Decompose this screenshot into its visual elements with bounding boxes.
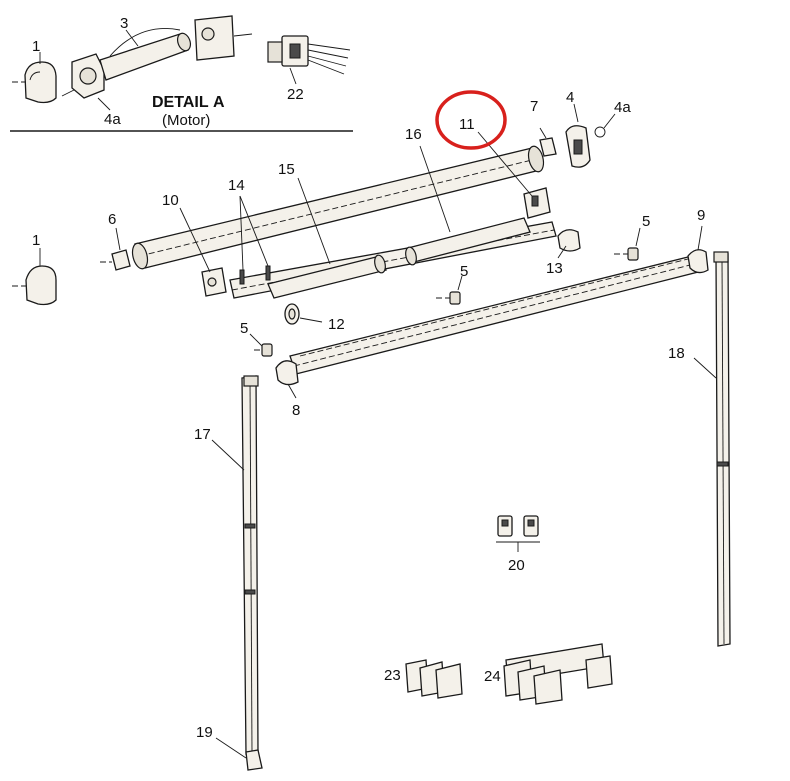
slide-rod-15 [267,177,387,299]
motor-tube-detail [99,28,192,81]
callout-16: 16 [405,126,422,143]
callout-10: 10 [162,192,179,209]
detail-title-prefix: DETAIL [152,94,209,111]
callout-4a-detail: 4a [104,111,121,128]
switch-plate-22 [267,35,351,75]
callout-9: 9 [697,207,705,224]
callout-6: 6 [108,211,116,228]
end-bracket-8 [275,360,299,399]
motor-head-detail [61,53,105,99]
callout-12: 12 [328,316,345,333]
callout-5-right: 5 [642,213,650,230]
callout-5-middle: 5 [460,263,468,280]
callout-1-detail: 1 [32,38,40,55]
pulley-12 [284,303,323,325]
fastener-5-middle [436,275,463,305]
foot-19 [215,737,263,771]
callout-7: 7 [530,98,538,115]
callout-11: 11 [459,116,475,133]
end-cap-detail [12,61,57,104]
detail-title-letter: A [213,94,225,111]
slide-rod-16 [405,145,531,266]
fastener-5-left [249,333,273,357]
callout-5-left: 5 [240,320,248,337]
end-cap-1 [12,248,57,306]
callout-1: 1 [32,232,40,249]
callout-15: 15 [278,161,295,178]
bracket-13 [557,229,581,259]
support-arm-17 [211,375,259,755]
end-bracket-9 [687,225,709,274]
support-arm-18 [693,251,731,647]
callout-19: 19 [196,724,213,741]
bracket-11 [477,131,551,219]
clips-20 [496,515,540,552]
detail-subtitle: (Motor) [162,112,210,129]
callout-8: 8 [292,402,300,419]
mount-bracket-detail [194,15,253,61]
callout-4: 4 [566,89,574,106]
callout-18: 18 [668,345,685,362]
end-plug-6 [100,227,131,271]
motor-coupling-7 [539,127,557,157]
callout-4a: 4a [614,99,631,116]
highlight-circle-part-11 [435,90,507,150]
motor-cover-4 [565,103,616,168]
callout-24: 24 [484,668,501,685]
callout-13: 13 [546,260,563,277]
callout-23: 23 [384,667,401,684]
plates-23 [405,659,463,699]
callout-3: 3 [120,15,128,32]
arm-bracket-10 [179,207,227,297]
fastener-5-right [614,227,641,261]
callout-17: 17 [194,426,211,443]
plates-24 [503,643,613,705]
roller-tube [131,145,545,270]
detail-a-motor: DETAIL A (Motor) [10,15,353,132]
callout-22: 22 [287,86,304,103]
callout-14: 14 [228,177,245,194]
callout-20: 20 [508,557,525,574]
